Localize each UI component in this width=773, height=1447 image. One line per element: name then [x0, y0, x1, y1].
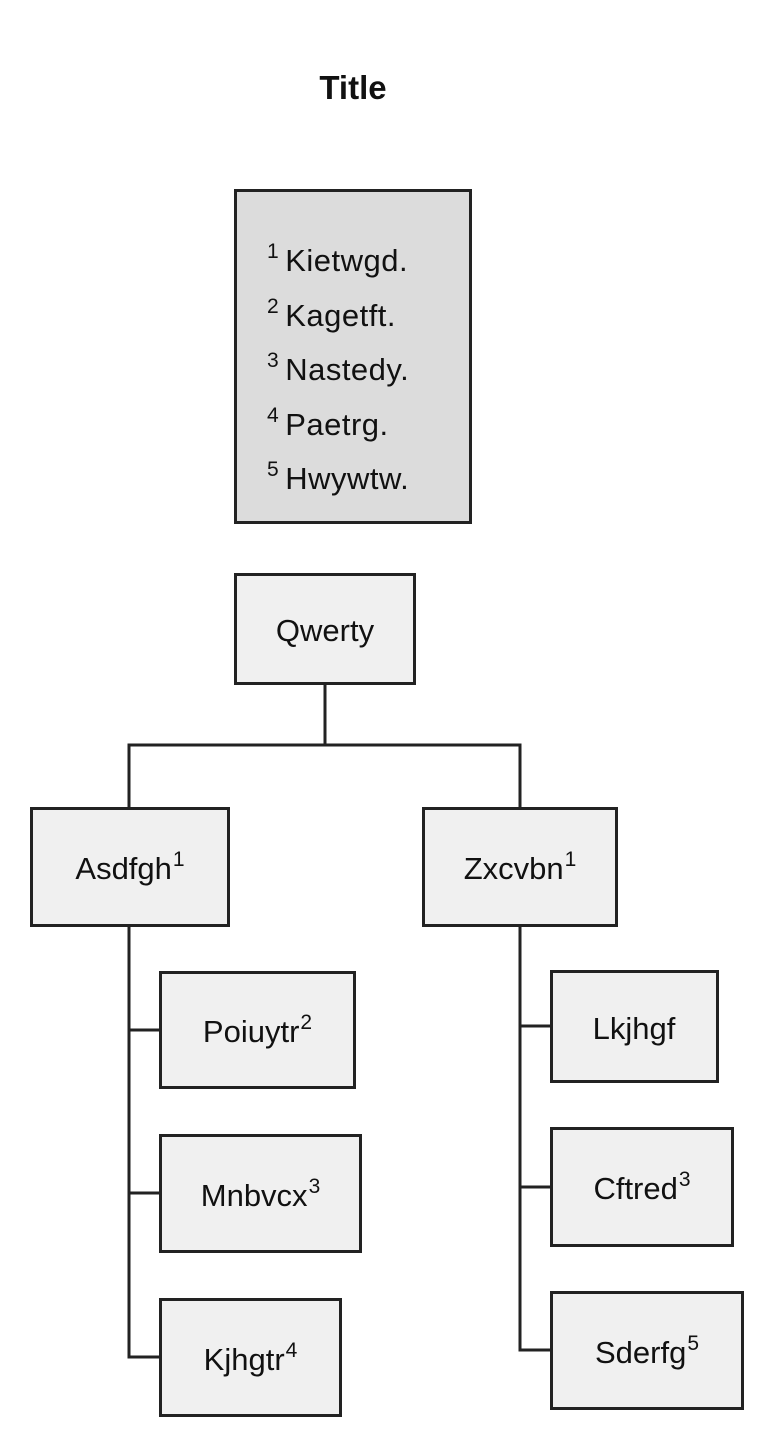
node-label: Lkjhgf: [592, 1010, 676, 1046]
tree-node-branch: Zxcvbn1: [422, 807, 618, 927]
tree-node-leaf: Sderfg5: [550, 1291, 744, 1410]
footnote-text: Kagetft.: [285, 297, 397, 333]
footnote-number: 5: [267, 458, 280, 481]
node-label: Poiuytr: [202, 1014, 300, 1049]
node-label: Asdfgh: [75, 851, 172, 886]
node-footnote-ref: 1: [172, 848, 185, 871]
tree-node-root: Qwerty: [234, 573, 416, 685]
tree-node-leaf: Mnbvcx3: [159, 1134, 362, 1253]
node-label: Sderfg: [594, 1334, 687, 1370]
footnote-text: Kietwgd.: [285, 243, 409, 278]
footnote-number: 1: [267, 240, 280, 263]
node-label: Qwerty: [275, 613, 375, 648]
diagram-title: Title: [319, 69, 387, 106]
node-footnote-ref: 1: [564, 848, 577, 871]
node-footnote-ref: 3: [678, 1168, 691, 1191]
tree-node-leaf: Poiuytr2: [159, 971, 356, 1089]
node-footnote-ref: 4: [285, 1338, 298, 1362]
node-footnote-ref: 3: [308, 1174, 321, 1198]
node-label: Kjhgtr: [203, 1341, 285, 1377]
node-footnote-ref: 5: [687, 1331, 700, 1355]
tree-node-leaf: Lkjhgf: [550, 970, 719, 1083]
footnote-text: Paetrg.: [285, 406, 389, 442]
footnote-text: Nastedy.: [285, 352, 410, 387]
node-label: Zxcvbn: [463, 851, 564, 886]
node-label: Mnbvcx: [200, 1177, 308, 1213]
tree-node-leaf: Kjhgtr4: [159, 1298, 342, 1417]
footnote-number: 3: [267, 349, 280, 372]
tree-node-branch: Asdfgh1: [30, 807, 230, 927]
node-footnote-ref: 2: [300, 1011, 313, 1034]
node-label: Cftred: [593, 1171, 678, 1206]
tree-node-leaf: Cftred3: [550, 1127, 734, 1247]
footnote-text: Hwywtw.: [285, 461, 410, 496]
footnote-number: 2: [267, 294, 280, 318]
footnote-number: 4: [267, 403, 280, 427]
